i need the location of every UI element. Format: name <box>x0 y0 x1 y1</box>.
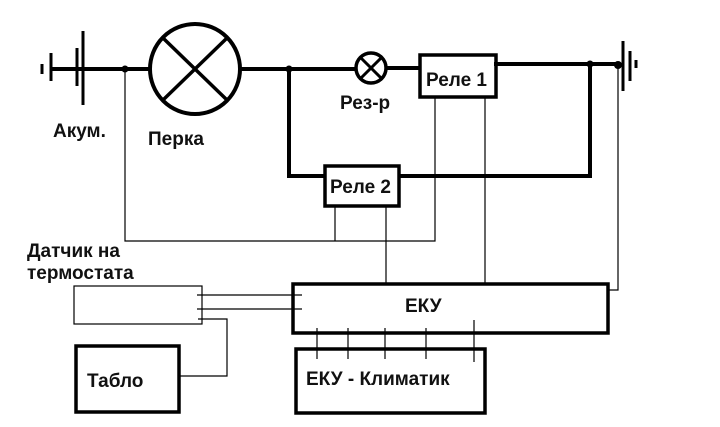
wire-sensor-dashboard <box>180 318 228 377</box>
sensor-box <box>73 285 203 325</box>
battery-label: Акум. <box>53 121 106 142</box>
wire-relay2-right <box>397 62 592 178</box>
wire-battery-relays-coil <box>124 69 436 242</box>
relay2-label: Реле 2 <box>330 177 391 198</box>
ecu-label: ЕКУ <box>405 296 442 317</box>
resistor-label: Рез-р <box>340 93 390 114</box>
ecu-box <box>291 282 610 335</box>
wire-relay2-left <box>287 67 327 178</box>
dashboard-label: Табло <box>87 371 143 392</box>
sensor-label-line2: термостата <box>27 263 134 284</box>
fan-symbol <box>148 22 242 116</box>
resistor-symbol <box>354 51 388 85</box>
dashboard-box <box>74 344 181 414</box>
battery-symbol <box>40 31 85 105</box>
sensor-label: Датчик на <box>27 241 120 262</box>
ecu-climate-box <box>294 347 487 415</box>
wire-ground-ecu <box>600 65 619 291</box>
ground-symbol <box>621 41 638 91</box>
relay1-box <box>418 53 498 99</box>
fan-label: Перка <box>148 129 204 150</box>
ecu-climate-label: ЕКУ - Климатик <box>306 369 450 390</box>
relay1-label: Реле 1 <box>426 70 487 91</box>
relay2-box <box>323 164 401 208</box>
